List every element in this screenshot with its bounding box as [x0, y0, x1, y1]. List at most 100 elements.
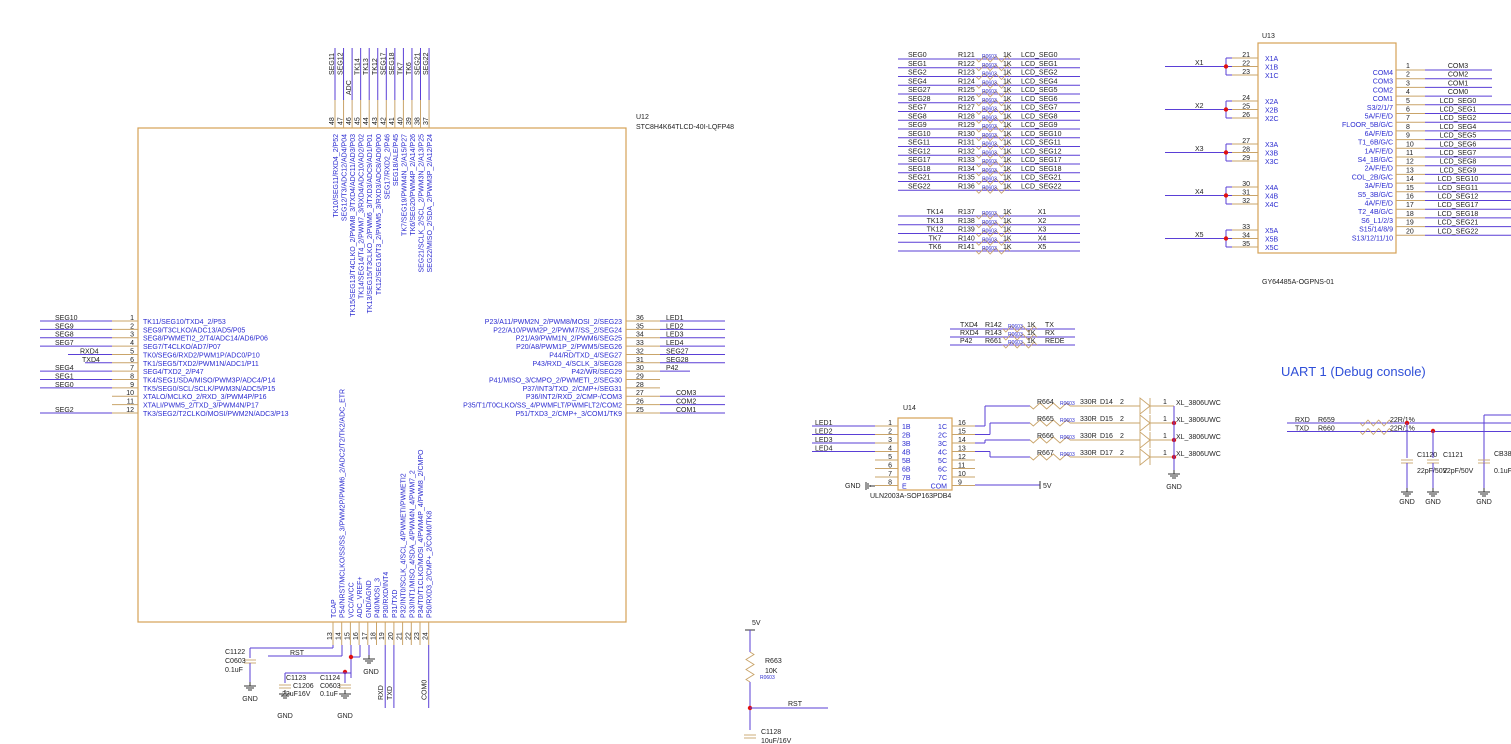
resistor-package: R0603 [982, 237, 997, 243]
pin-number: 2 [888, 429, 892, 436]
net-label: LCD_SEG5 [1440, 133, 1477, 140]
pin-label: SEG7/T4CLKO/AD7/P07 [143, 344, 221, 351]
pin-label: TK0/SEG6/RXD2/PWM1P/ADC0/P10 [143, 352, 260, 359]
resistor-symbol [745, 651, 755, 683]
pin-label: X2B [1265, 108, 1279, 115]
pin-number: 16 [1406, 194, 1414, 201]
gnd-label: GND [363, 669, 379, 676]
pin-label: SEG17/RXD2_2/P46 [384, 134, 391, 199]
pin-number: 14 [336, 632, 343, 640]
pin-number: 1 [1163, 416, 1167, 423]
resistor-symbol [975, 151, 1011, 159]
resistor-value: 1K [1003, 183, 1012, 190]
rst-net-label: RST [290, 650, 305, 657]
net-label: X4 [1038, 235, 1047, 242]
net-label: LCD_SEG1 [1021, 61, 1058, 68]
pin-number: 39 [406, 117, 413, 125]
resistor-value: 1K [1003, 70, 1012, 77]
net-label: SEG11 [329, 53, 336, 75]
pin-number: 45 [355, 117, 362, 125]
resistor-value: 330R [1080, 399, 1097, 406]
pin-label: 3C [938, 441, 947, 448]
net-label: X3 [1195, 146, 1204, 153]
pin-number: 16 [958, 420, 966, 427]
pin-label: X4C [1265, 202, 1279, 209]
pin-label: TCAP [331, 599, 338, 618]
pin-number: 37 [423, 117, 430, 125]
resistor-ref: R137 [958, 209, 975, 216]
resistor-ref: R141 [958, 244, 975, 251]
net-label: LCD_SEG22 [1021, 183, 1062, 190]
pin-label: P22/A10/PWM2P_2/PWM7/SS_2/SEG24 [493, 327, 622, 334]
pin-label: P33/INT1/MISO_4/SDA_4/PWM4N_4/PWM7_2 [409, 470, 416, 618]
net-label: SEG18 [389, 52, 396, 75]
net-label: LCD_SEG21 [1021, 175, 1062, 182]
resistor-package: R0603 [982, 72, 997, 78]
net-label: TK12 [372, 58, 379, 75]
pin-label: TK3/SEG2/T2CLKO/MOSI/PWM2N/ADC3/P13 [143, 411, 289, 418]
resistor-value: 330R [1080, 433, 1097, 440]
net-label: LED4 [666, 340, 684, 347]
net-label: COM2 [676, 399, 696, 406]
pin-label: 2C [938, 433, 947, 440]
resistor-value: 1K [1003, 175, 1012, 182]
pin-label: 5B [902, 458, 911, 465]
net-label: LED2 [815, 429, 833, 436]
diode-ref: D14 [1100, 399, 1113, 406]
net-label: COM1 [1448, 80, 1468, 87]
net-label: SEG8 [908, 113, 927, 120]
resistor-value: 1K [1003, 157, 1012, 164]
net-label: SEG18 [908, 166, 931, 173]
resistor-ref: R135 [958, 175, 975, 182]
pin-label: TK4/SEG1/SDA/MISO/PWM3P/ADC4/P14 [143, 378, 275, 385]
pin-number: 9 [958, 480, 962, 487]
resistor-ref: R130 [958, 131, 975, 138]
resistor-value: 1K [1027, 338, 1036, 345]
net-label: LCD_SEG4 [1440, 124, 1477, 131]
resistor-package: R0603 [1060, 435, 1075, 441]
pin-number: 35 [636, 323, 644, 330]
pin-number: 24 [423, 632, 430, 640]
net-label: LCD_SEG11 [1021, 140, 1061, 147]
pin-label: 4B [902, 450, 911, 457]
resistor-package: R0603 [1060, 401, 1075, 407]
u14-body [897, 417, 953, 491]
net-label: SEG11 [908, 140, 930, 147]
net-label: REDE [1045, 338, 1065, 345]
pin-number: 24 [1242, 95, 1250, 102]
pin-label: 2A/F/E/D [1365, 166, 1393, 173]
resistor-symbol [975, 107, 1011, 116]
pin-label: P31/TXD [392, 590, 399, 618]
pin-number: 12 [126, 407, 134, 414]
resistor-value: 1K [1003, 113, 1012, 120]
net-label: LCD_SEG0 [1440, 98, 1477, 105]
pin-label: P21/A9/PWM1N_2/PWM6/SEG25 [516, 336, 622, 343]
net-label: RXD [378, 685, 385, 700]
pin-label: 7B [902, 475, 911, 482]
pin-number: 1 [1163, 433, 1167, 440]
u14-part-number: ULN2003A-SOP163PDB4 [870, 493, 951, 500]
pin-label: COM3 [1373, 79, 1393, 86]
pin-number: 17 [1406, 202, 1414, 209]
net-label: LED3 [815, 437, 833, 444]
resistor-ref: R134 [958, 166, 975, 173]
net-label: COM0 [1448, 89, 1468, 96]
resistor-symbol [975, 247, 1011, 255]
pin-label: X1A [1265, 56, 1279, 63]
resistor-ref: R129 [958, 122, 975, 129]
led-icon [1139, 448, 1151, 466]
net-label: TXD [387, 686, 394, 700]
pin-number: 3 [1406, 80, 1410, 87]
net-label: LCD_SEG1 [1440, 107, 1477, 114]
resistor-symbol [975, 64, 1011, 72]
resistor-symbol [1029, 453, 1071, 461]
resistor-value: 22R/1% [1390, 417, 1415, 424]
net-label: SEG2 [908, 70, 927, 77]
pin-number: 1 [1163, 399, 1167, 406]
net-label: LCD_SEG10 [1021, 131, 1062, 138]
pin-number: 6 [888, 463, 892, 470]
net-label: LCD_SEG9 [1021, 122, 1058, 129]
net-label: LCD_SEG6 [1021, 96, 1058, 103]
net-label: SEG9 [908, 122, 927, 129]
pin-label: P37/INT3/TXD_2/CMP+/SEG31 [523, 386, 623, 393]
